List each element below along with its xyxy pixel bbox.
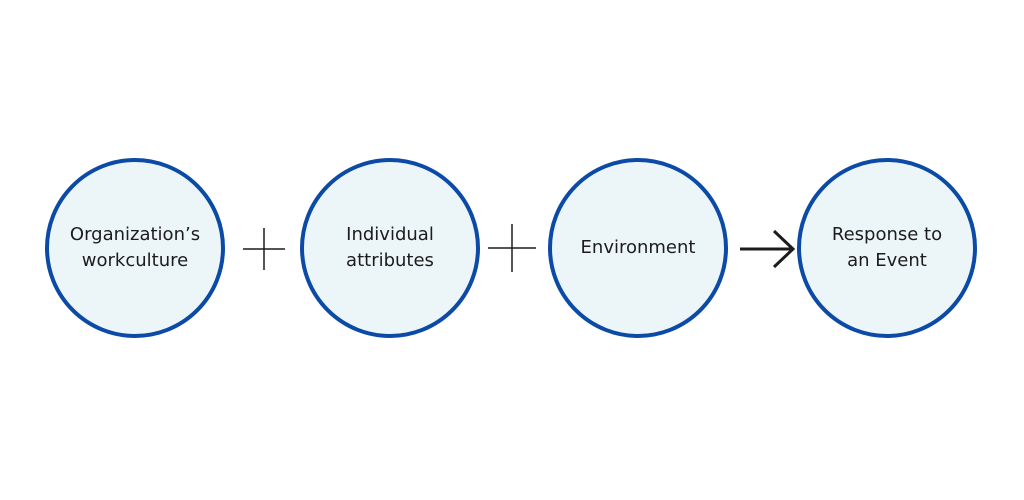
node-label: Environment bbox=[580, 237, 696, 258]
node-environment: Environment bbox=[548, 158, 728, 338]
plus-icon bbox=[488, 224, 536, 272]
arrow-right-icon bbox=[740, 229, 796, 269]
node-response-to-an-event: Response to an Event bbox=[797, 158, 977, 338]
node-organizations-workculture: Organization’s workculture bbox=[45, 158, 225, 338]
node-label: Response to an Event bbox=[831, 224, 943, 271]
node-label: Individual attributes bbox=[346, 224, 434, 271]
node-individual-attributes: Individual attributes bbox=[300, 158, 480, 338]
node-label: Organization’s workculture bbox=[69, 224, 201, 271]
plus-icon bbox=[243, 228, 285, 270]
